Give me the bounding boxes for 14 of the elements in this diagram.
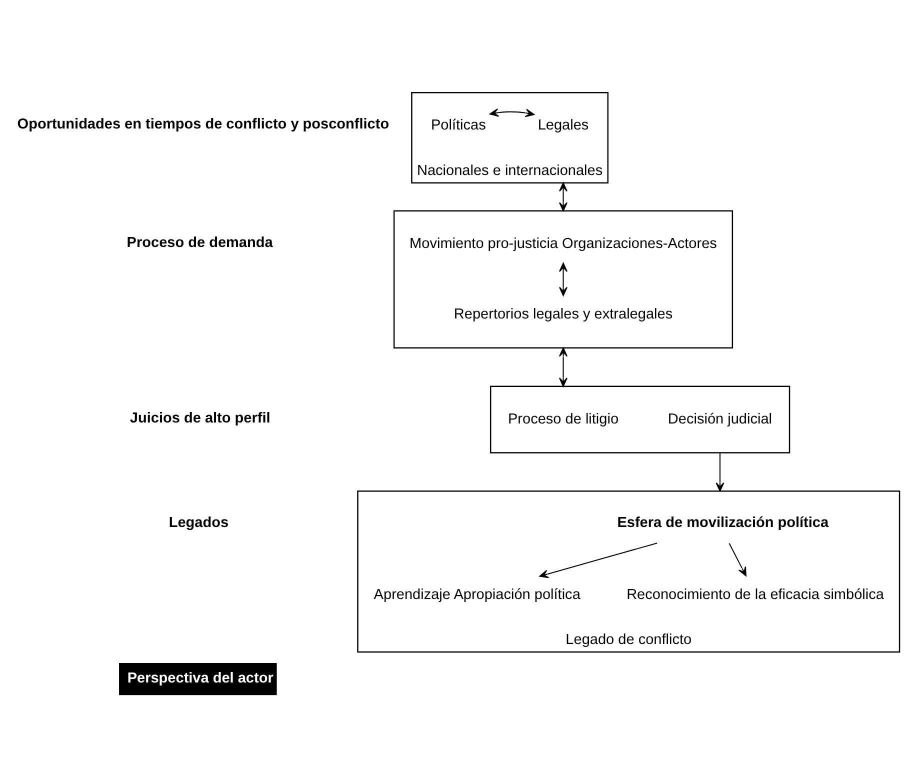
label: Proceso de demanda: [126, 234, 272, 250]
node-text: Legales: [537, 117, 588, 134]
node-text: Repertorios legales y extralegales: [453, 306, 672, 322]
label: Legados: [168, 514, 228, 531]
node-text: Decisión judicial: [667, 410, 772, 427]
node-text: Aprendizaje Apropiación política: [373, 586, 580, 602]
node-text: Movimiento pro-justicia Organizaciones-Actores: [409, 235, 716, 252]
label: Juicios de alto perfil: [129, 410, 270, 426]
node-text: Proceso de litigio: [507, 410, 618, 427]
node-text: Políticas: [430, 117, 486, 134]
label: Oportunidades en tiempos de conflicto y posconflicto: [16, 116, 389, 132]
node-text: Esfera de movilización política: [616, 514, 828, 531]
node-text: Reconocimiento de la eficacia simbólica: [626, 586, 884, 602]
label: Perspectiva del actor: [126, 670, 273, 686]
